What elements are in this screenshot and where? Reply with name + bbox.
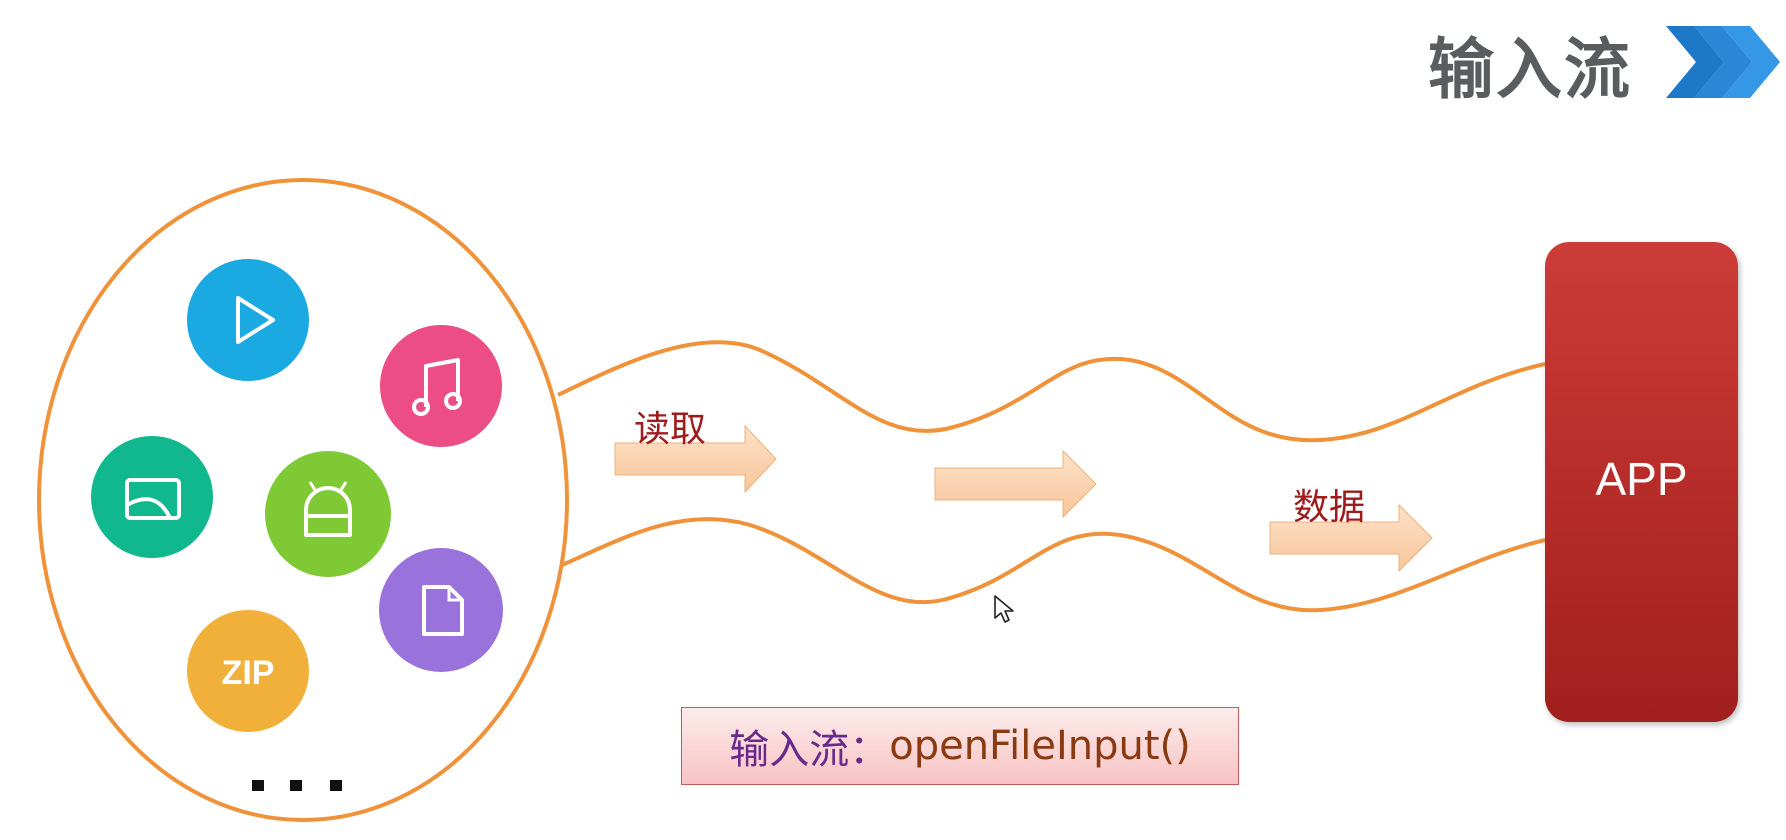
read-label: 读取 (634, 409, 707, 450)
caption-function: openFileInput() (889, 723, 1191, 769)
app-box: APP (1545, 242, 1738, 722)
zip-icon-label: ZIP (222, 654, 275, 692)
flow-arrow-1 (614, 424, 777, 494)
image-icon (91, 436, 213, 558)
zip-icon: ZIP (187, 610, 309, 732)
flow-arrow-3 (1269, 503, 1433, 573)
page-title: 输入流 (1428, 31, 1632, 108)
android-icon (265, 451, 391, 577)
caption-box: 输入流： openFileInput() (681, 707, 1239, 785)
chevron-right-icon (1666, 26, 1780, 98)
more-dots-icon (252, 780, 342, 791)
data-label: 数据 (1293, 487, 1366, 528)
pipe-top-edge (557, 340, 1546, 443)
app-label: APP (1595, 453, 1688, 505)
data-source-ellipse (37, 178, 569, 822)
music-icon (380, 325, 502, 447)
flow-arrow-2 (934, 449, 1097, 519)
play-icon (187, 259, 309, 381)
pipe-bottom-edge (561, 517, 1546, 613)
caption-prefix: 输入流： (729, 727, 890, 773)
document-icon (379, 548, 503, 672)
mouse-cursor-icon (994, 595, 1014, 623)
